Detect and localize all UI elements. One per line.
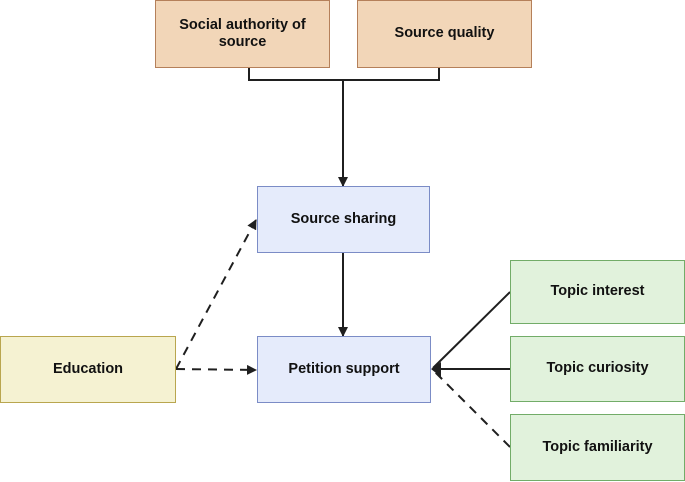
node-label: Education xyxy=(52,360,124,377)
edge-topic-interest-to-petition-support xyxy=(432,291,511,369)
edge-education-to-source-sharing xyxy=(175,219,257,370)
convergence-arrowhead xyxy=(431,362,441,377)
node-source-sharing: Source sharing xyxy=(257,186,430,253)
node-petition-support: Petition support xyxy=(257,336,431,403)
node-source-quality: Source quality xyxy=(357,0,532,68)
node-social-authority: Social authority of source xyxy=(155,0,330,68)
node-label: Source quality xyxy=(394,25,495,42)
node-topic-curiosity: Topic curiosity xyxy=(510,336,685,402)
node-label: Social authority of source xyxy=(179,16,306,50)
edge-education-to-petition-support xyxy=(175,364,257,375)
node-label: Topic familiarity xyxy=(542,438,653,455)
node-topic-familiarity: Topic familiarity xyxy=(510,414,685,481)
node-education: Education xyxy=(0,336,176,403)
edge-topic-familiarity-to-petition-support xyxy=(434,371,511,448)
node-topic-interest: Topic interest xyxy=(510,260,685,324)
node-label: Topic curiosity xyxy=(546,360,649,377)
node-label: Petition support xyxy=(288,360,400,377)
node-label: Topic interest xyxy=(550,283,645,300)
node-label: Source sharing xyxy=(290,210,397,227)
